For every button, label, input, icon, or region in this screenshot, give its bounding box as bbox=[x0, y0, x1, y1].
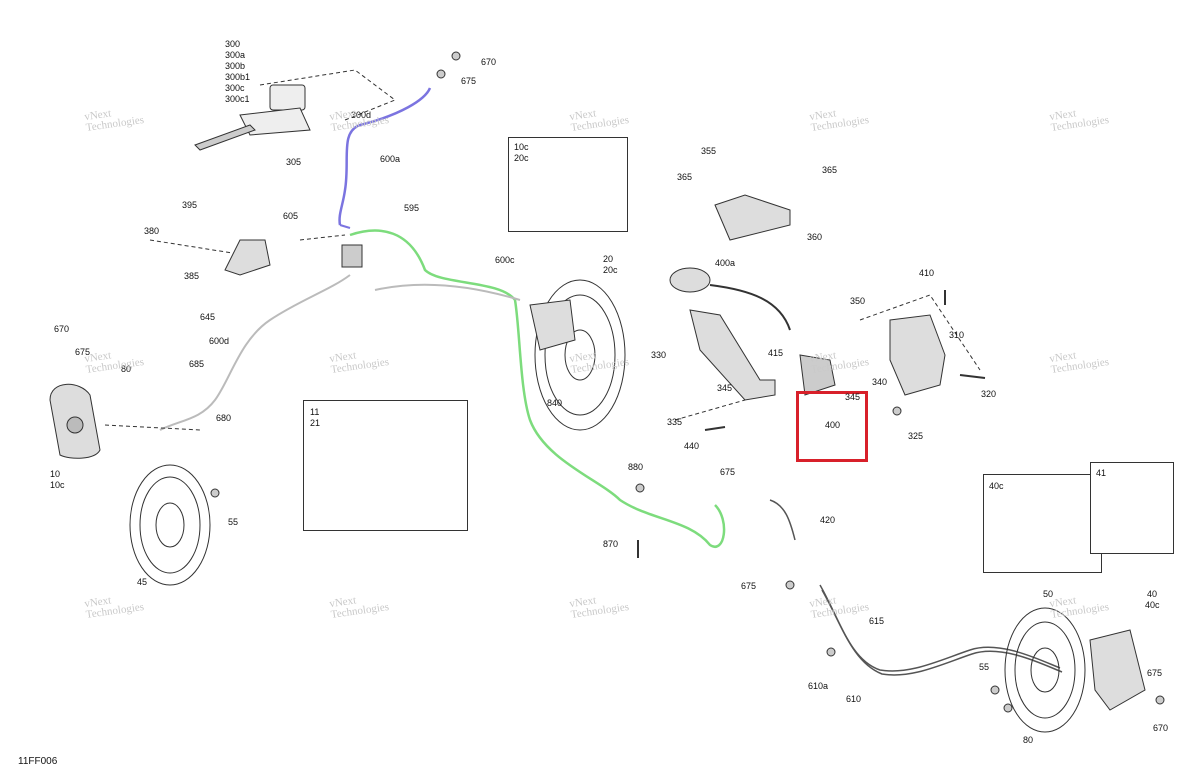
disc-45 bbox=[129, 464, 211, 586]
front-caliper-10 bbox=[49, 383, 101, 459]
part-label: 345 bbox=[717, 383, 733, 393]
part-label: 40 bbox=[1147, 589, 1158, 599]
brake-pedal-330 bbox=[689, 309, 776, 401]
highlight-part-400[interactable] bbox=[796, 391, 868, 462]
part-label: 600a bbox=[380, 154, 401, 164]
part-label: 380 bbox=[144, 226, 160, 236]
inset-pads-front: 11 21 bbox=[303, 400, 468, 531]
part-label: 350 bbox=[850, 296, 866, 306]
part-label: 440 bbox=[684, 441, 700, 451]
part-label: 10c bbox=[50, 480, 65, 490]
part-label: 305 bbox=[286, 157, 302, 167]
inset-pads-rear: 41 bbox=[1090, 462, 1174, 554]
rear-master-cylinder-400 bbox=[799, 354, 836, 396]
part-label: 345 bbox=[845, 392, 861, 402]
part-label: 675 bbox=[75, 347, 91, 357]
part-label: 360 bbox=[807, 232, 823, 242]
part-label: 670 bbox=[54, 324, 70, 334]
caliper-20 bbox=[529, 299, 576, 351]
part-label: 330 bbox=[651, 350, 667, 360]
part-label: 365 bbox=[677, 172, 693, 182]
part-label: 600d bbox=[209, 336, 230, 346]
part-label: 55 bbox=[228, 517, 239, 527]
part-label: 605 bbox=[283, 211, 299, 221]
part-label: 80 bbox=[121, 364, 132, 374]
bracket-310 bbox=[889, 314, 946, 396]
part-label: 675 bbox=[1147, 668, 1163, 678]
disc-50 bbox=[1004, 607, 1086, 733]
part-label: 680 bbox=[216, 413, 232, 423]
part-label: 80 bbox=[1023, 735, 1034, 745]
part-label: 335 bbox=[667, 417, 683, 427]
bracket-385 bbox=[224, 239, 271, 276]
label-300: 300 bbox=[225, 39, 241, 49]
part-label: 300d bbox=[351, 110, 372, 120]
part-label: 45 bbox=[137, 577, 148, 587]
inset-bleeder-front: 10c 20c bbox=[508, 137, 628, 232]
part-label: 615 bbox=[869, 616, 885, 626]
part-label: 40c bbox=[1145, 600, 1160, 610]
part-label: 355 bbox=[701, 146, 717, 156]
part-label: 20c bbox=[603, 265, 618, 275]
part-label: 410 bbox=[919, 268, 935, 278]
part-label: 395 bbox=[182, 200, 198, 210]
label-300c: 300c bbox=[225, 83, 245, 93]
part-label: 385 bbox=[184, 271, 200, 281]
reservoir-400a bbox=[669, 267, 711, 293]
part-label: 55 bbox=[979, 662, 990, 672]
figure-code: 11FF006 bbox=[18, 756, 58, 767]
part-label: 675 bbox=[741, 581, 757, 591]
front-brake-line bbox=[338, 87, 432, 226]
part-label: 365 bbox=[822, 165, 838, 175]
part-label-400[interactable]: 400 bbox=[825, 420, 841, 430]
master-cylinder bbox=[194, 84, 311, 151]
bracket-360 bbox=[714, 194, 791, 241]
part-label: 675 bbox=[720, 467, 736, 477]
label-300b: 300b bbox=[225, 61, 246, 71]
part-label: 320 bbox=[981, 389, 997, 399]
disc-20 bbox=[534, 279, 626, 431]
inset-bleeder-rear: 40c bbox=[983, 474, 1102, 573]
part-label: 880 bbox=[628, 462, 644, 472]
part-label: 10 bbox=[50, 469, 61, 479]
part-label: 340 bbox=[872, 377, 888, 387]
part-label: 20 bbox=[603, 254, 614, 264]
part-label: 610a bbox=[808, 681, 829, 691]
part-label: 645 bbox=[200, 312, 216, 322]
part-label: 415 bbox=[768, 348, 784, 358]
part-label: 670 bbox=[1153, 723, 1169, 733]
label-300c1: 300c1 bbox=[225, 94, 250, 104]
label-300a: 300a bbox=[225, 50, 246, 60]
caliper-40 bbox=[1089, 629, 1146, 711]
part-label: 685 bbox=[189, 359, 205, 369]
part-label: 675 bbox=[461, 76, 477, 86]
label-300b1: 300b1 bbox=[225, 72, 251, 82]
part-label: 595 bbox=[404, 203, 420, 213]
rear-brake-line bbox=[349, 229, 726, 548]
part-label: 310 bbox=[949, 330, 965, 340]
part-label: 325 bbox=[908, 431, 924, 441]
part-label: 610 bbox=[846, 694, 862, 704]
junction-block bbox=[341, 244, 363, 268]
part-label: 420 bbox=[820, 515, 836, 525]
part-label: 600c bbox=[495, 255, 515, 265]
part-label: 870 bbox=[603, 539, 619, 549]
part-label: 670 bbox=[481, 57, 497, 67]
part-label: 840 bbox=[547, 398, 563, 408]
part-label: 400a bbox=[715, 258, 736, 268]
part-label: 50 bbox=[1043, 589, 1054, 599]
